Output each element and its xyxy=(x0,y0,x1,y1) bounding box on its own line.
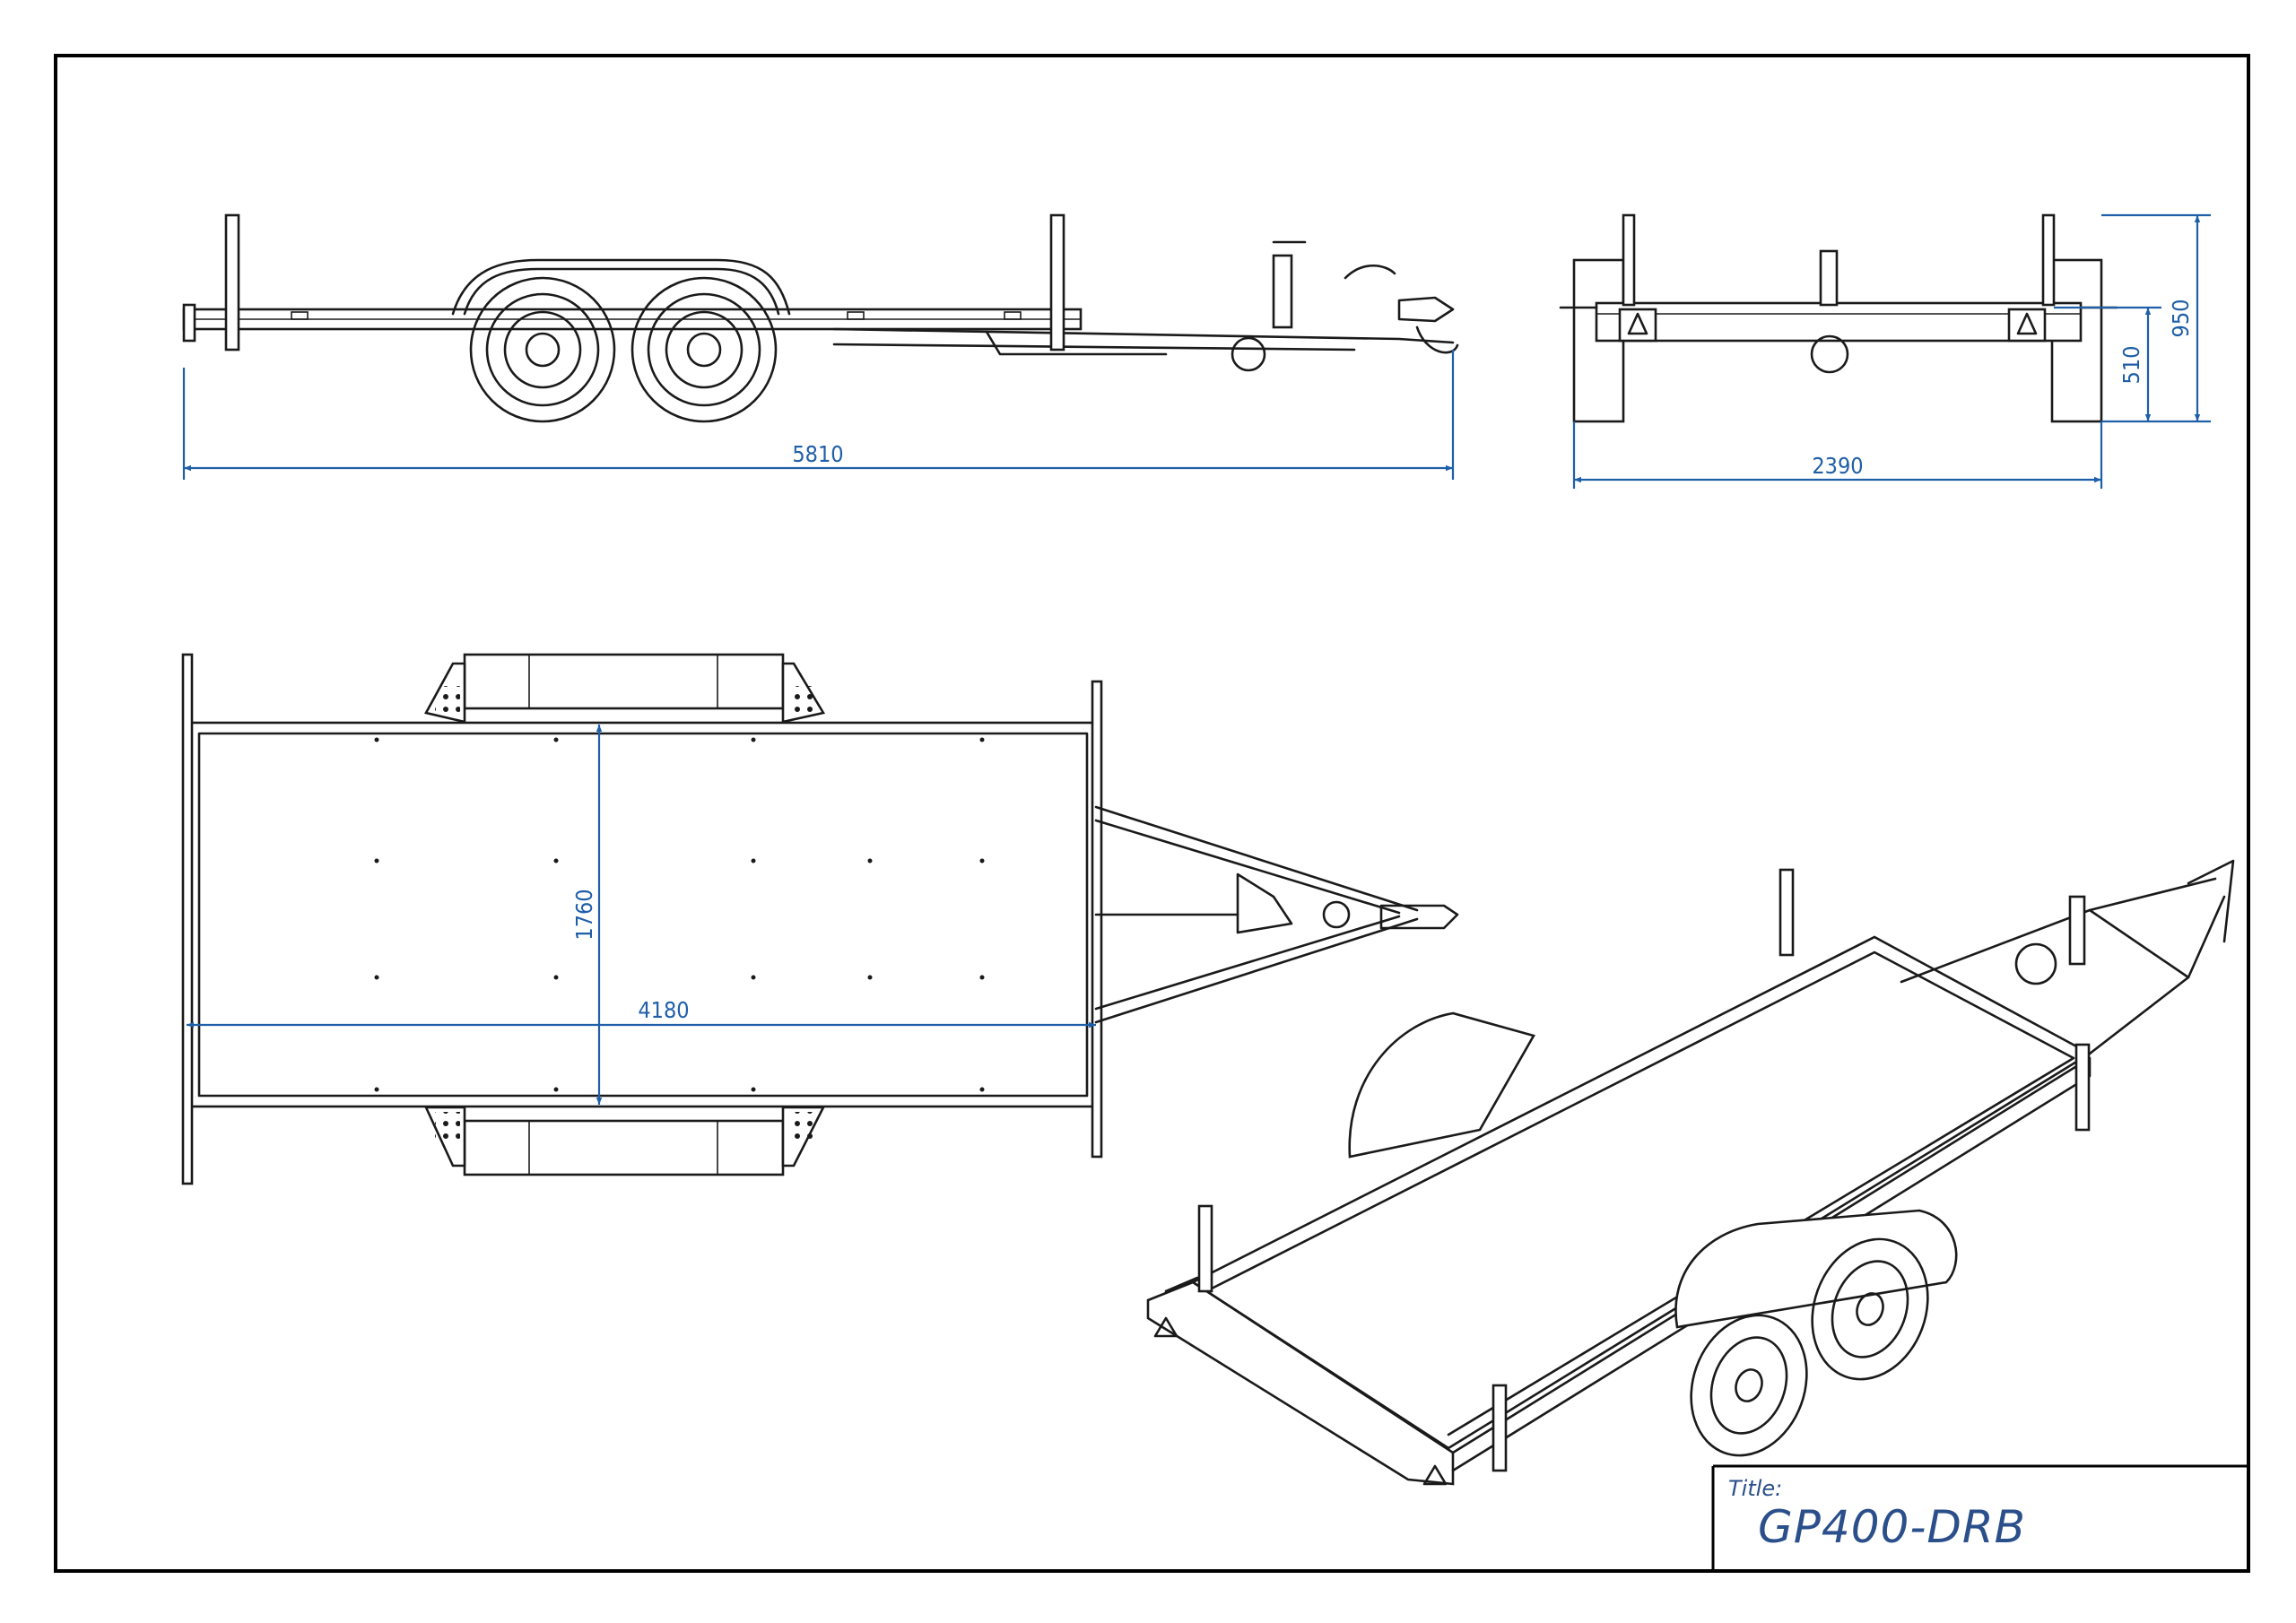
iso-wheel-rear xyxy=(1811,1237,1929,1381)
title-value: GP400-DRB xyxy=(1758,1501,2026,1553)
dimension-rear-width: 2390 xyxy=(1572,421,2103,489)
iso-wheel-front xyxy=(1690,1314,1808,1457)
dim-top-length: 4180 xyxy=(638,997,689,1023)
side-view xyxy=(182,213,1459,423)
title-block: Title: GP400-DRB xyxy=(1711,1464,2248,1571)
dim-side-length: 5810 xyxy=(792,441,843,467)
top-view xyxy=(181,653,1459,1185)
isometric-view xyxy=(1146,859,2235,1486)
title-label: Title: xyxy=(1728,1476,1782,1501)
dim-top-width: 1760 xyxy=(571,889,597,940)
dim-rear-height-deck: 510 xyxy=(2118,346,2144,385)
drawing-frame xyxy=(54,54,2250,1573)
dimension-top: 1760 4180 xyxy=(187,725,1096,1105)
side-wheel-front xyxy=(469,276,616,423)
dim-rear-width: 2390 xyxy=(1812,453,1863,479)
dim-rear-height-total: 950 xyxy=(2168,299,2194,338)
rear-view xyxy=(1559,213,2118,423)
side-wheel-rear xyxy=(631,276,778,423)
dimension-side-length: 5810 xyxy=(182,350,1455,480)
dimension-rear-heights: 950 510 xyxy=(2054,213,2211,423)
